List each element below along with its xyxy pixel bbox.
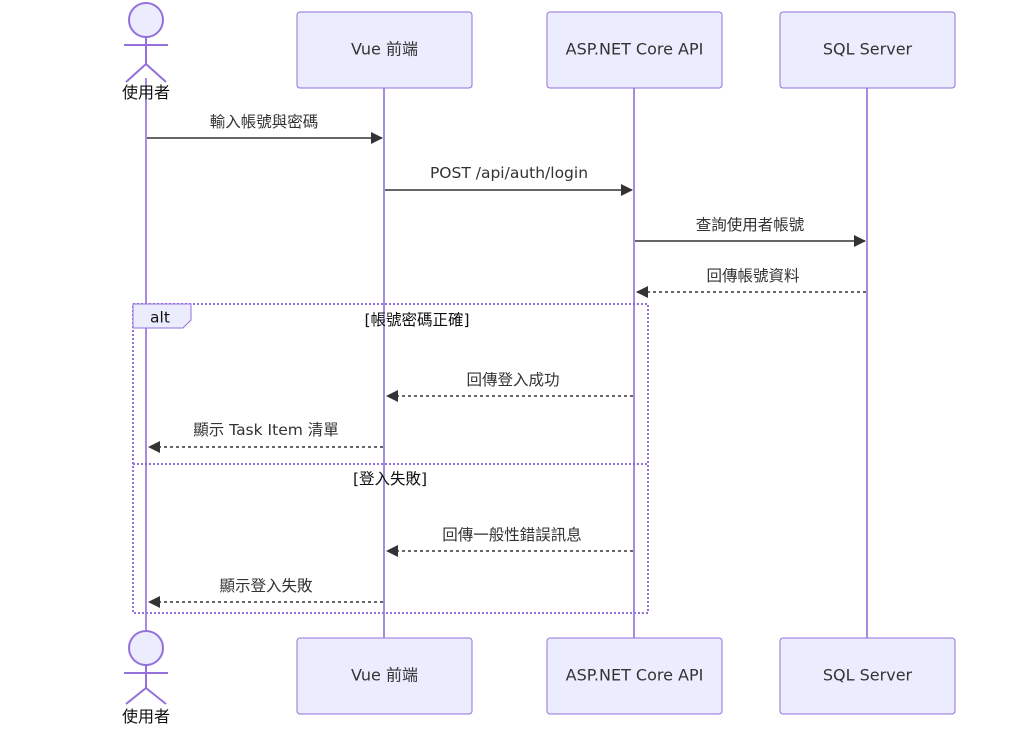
message-label-4: 回傳帳號資料 <box>706 267 799 285</box>
message-8: 顯示登入失敗 <box>148 577 383 608</box>
message-label-7: 回傳一般性錯誤訊息 <box>442 526 582 544</box>
alt-condition-success: [帳號密碼正確] <box>364 311 469 329</box>
message-label-5: 回傳登入成功 <box>466 371 559 389</box>
alt-block: alt [帳號密碼正確] [登入失敗] <box>132 303 649 614</box>
message-5: 回傳登入成功 <box>386 371 633 402</box>
actor-user-bottom: 使用者 <box>122 630 170 726</box>
message-label-2: POST /api/auth/login <box>430 164 588 182</box>
alt-condition-failure: [登入失敗] <box>353 470 427 488</box>
participant-sql-bottom: SQL Server <box>779 637 956 715</box>
participant-label-vue-top: Vue 前端 <box>351 40 418 59</box>
message-label-6: 顯示 Task Item 清單 <box>193 421 339 439</box>
message-label-8: 顯示登入失敗 <box>219 577 313 595</box>
message-7: 回傳一般性錯誤訊息 <box>386 526 633 557</box>
message-label-1: 輸入帳號與密碼 <box>210 113 319 131</box>
message-1: 輸入帳號與密碼 <box>147 113 383 144</box>
message-6: 顯示 Task Item 清單 <box>148 421 383 453</box>
participant-vue-top: Vue 前端 <box>296 11 473 89</box>
message-2: POST /api/auth/login <box>385 164 633 196</box>
participant-label-vue-bottom: Vue 前端 <box>351 666 418 685</box>
participant-api-bottom: ASP.NET Core API <box>546 637 723 715</box>
alt-tag: alt <box>150 309 170 327</box>
actor-user-top: 使用者 <box>122 2 170 102</box>
message-3: 查詢使用者帳號 <box>635 216 866 247</box>
participant-label-sql-top: SQL Server <box>823 40 913 59</box>
participant-api-top: ASP.NET Core API <box>546 11 723 89</box>
message-4: 回傳帳號資料 <box>636 267 866 298</box>
participant-label-sql-bottom: SQL Server <box>823 666 913 685</box>
participant-label-api-bottom: ASP.NET Core API <box>566 666 704 685</box>
participant-label-api-top: ASP.NET Core API <box>566 40 704 59</box>
actor-label-user-top: 使用者 <box>122 83 170 102</box>
participant-sql-top: SQL Server <box>779 11 956 89</box>
actor-label-user-bottom: 使用者 <box>122 707 170 726</box>
message-label-3: 查詢使用者帳號 <box>696 216 805 234</box>
participant-vue-bottom: Vue 前端 <box>296 637 473 715</box>
